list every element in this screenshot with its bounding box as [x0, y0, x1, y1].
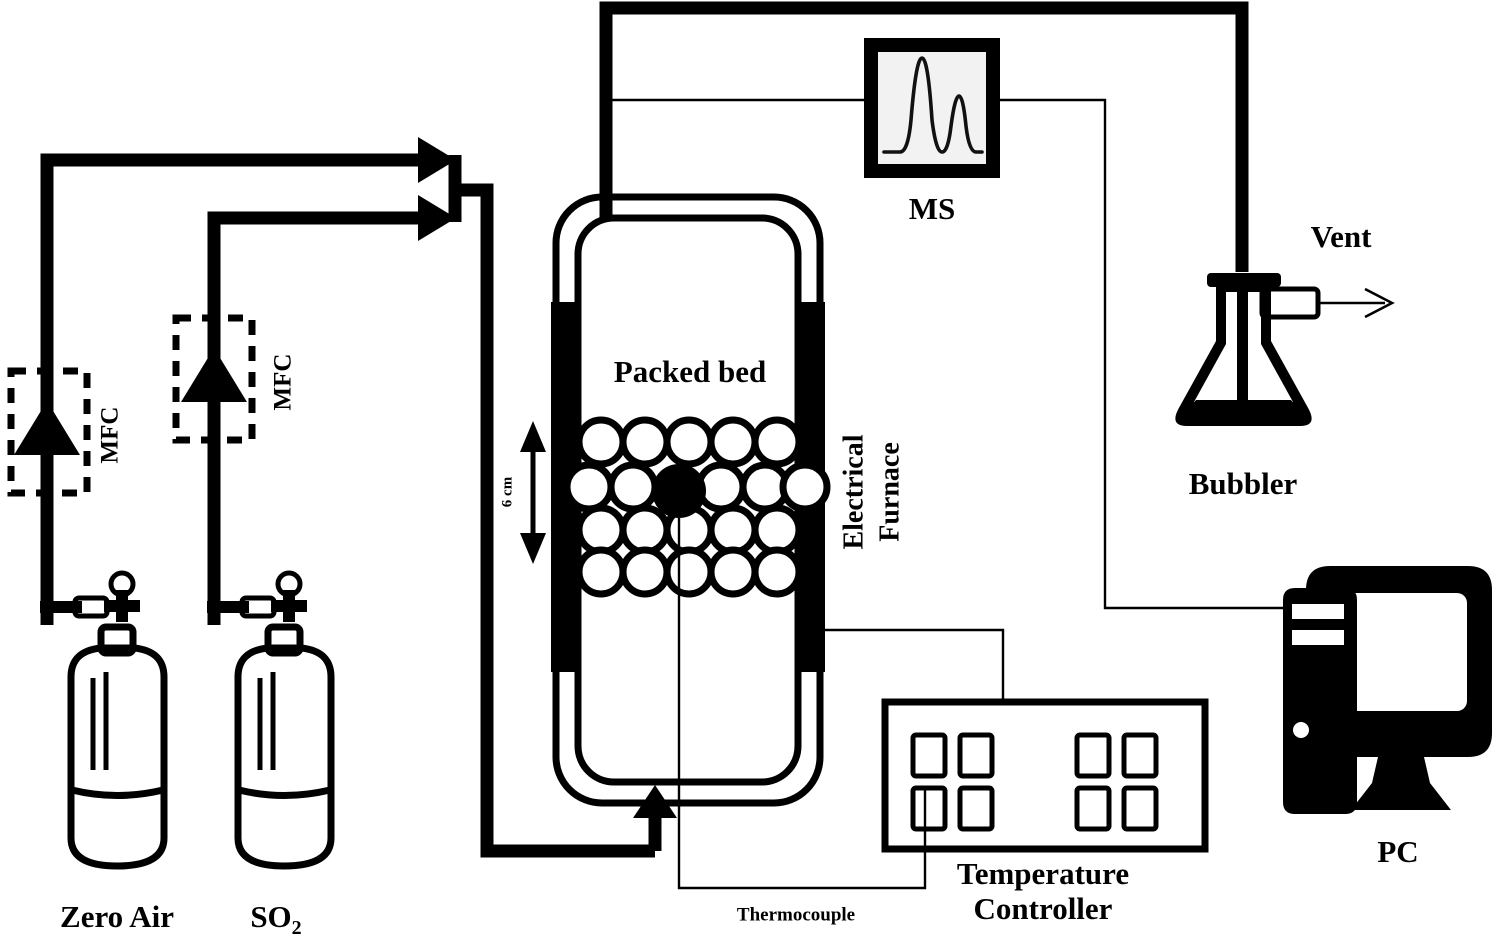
bed-particle [707, 504, 759, 556]
bed-particle [619, 416, 671, 468]
controller-button[interactable] [910, 732, 948, 779]
ms-to-pc-signal-line [1000, 98, 1291, 610]
mfc-so2-valve-icon [181, 348, 247, 402]
zero-air-valve-connector [40, 601, 82, 613]
pc-label: PC [1377, 834, 1418, 869]
bubbler: Bubbler [1175, 273, 1321, 501]
pc-monitor-stand [1351, 757, 1451, 810]
pc-power-button[interactable] [1293, 722, 1309, 738]
zero-air-pipe [40, 153, 420, 625]
pc[interactable]: PC [1283, 566, 1492, 869]
mfc-zero-air-box [7, 367, 91, 497]
so2-valve-knob[interactable] [271, 590, 307, 622]
so2-label: SO2 [250, 899, 301, 938]
mfc-zero-air-valve-icon [14, 401, 80, 455]
electrical-furnace-label-line2: Furnace [874, 442, 905, 542]
controller-button[interactable] [957, 732, 995, 779]
bubbler-dip-tube [1237, 273, 1248, 413]
zero-air-label: Zero Air [60, 899, 174, 934]
mfc-so2[interactable]: MFC [172, 314, 297, 444]
bed-particle [619, 504, 671, 556]
electrical-furnace-label-line1: Electrical [838, 434, 869, 549]
mass-spectrometer[interactable]: MS [864, 38, 1000, 226]
controller-button[interactable] [1074, 785, 1112, 832]
mfc-zero-air[interactable]: MFC [7, 367, 124, 497]
controller-button[interactable] [957, 785, 995, 832]
zero-air-cylinder-body [67, 644, 168, 870]
bed-particle [707, 416, 759, 468]
thermocouple-wiring: Thermocouple [677, 491, 927, 925]
zero-air-valve-knob[interactable] [104, 590, 140, 622]
bed-particle [751, 504, 803, 556]
zero-air-cylinder: Zero Air [40, 570, 174, 934]
vent: Vent [1311, 219, 1395, 319]
bed-particle [707, 546, 759, 598]
so2-pipe [207, 211, 420, 625]
pc-tower [1283, 588, 1357, 814]
temperature-controller-label-line2: Controller [974, 891, 1113, 926]
temperature-controller[interactable]: Temperature Controller [881, 698, 1209, 926]
pc-drive-slot-2 [1292, 630, 1344, 645]
so2-cylinder-body [234, 644, 335, 870]
bed-height-label: 6 cm [499, 476, 515, 507]
bed-height-arrowhead-bottom [520, 533, 546, 564]
bed-particle [575, 546, 627, 598]
ms-wiring [600, 98, 1291, 610]
mfc-so2-label: MFC [270, 354, 297, 411]
bed-particle [619, 546, 671, 598]
so2-arrowhead [418, 195, 456, 241]
controller-button[interactable] [1121, 732, 1159, 779]
thermocouple-label: Thermocouple [737, 904, 855, 925]
bed-particle [751, 546, 803, 598]
bed-particle [563, 461, 615, 513]
controller-button[interactable] [1121, 785, 1159, 832]
controller-button[interactable] [910, 785, 948, 832]
packed-bed-label: Packed bed [614, 354, 766, 389]
bed-particle [607, 461, 659, 513]
bed-particle [663, 416, 715, 468]
vent-arrowhead [1364, 287, 1395, 319]
furnace-control-wiring [825, 628, 1005, 703]
so2-cylinder-neck [264, 623, 304, 657]
so2-cylinder-band [238, 786, 331, 799]
temperature-controller-label-line1: Temperature [957, 856, 1129, 891]
bed-particle [751, 416, 803, 468]
temperature-controller-body [881, 698, 1209, 853]
bed-particle [575, 416, 627, 468]
bed-height-dimension: 6 cm [499, 421, 546, 564]
ms-label: MS [909, 191, 956, 226]
thermocouple-wire [677, 491, 927, 890]
zero-air-cylinder-band [71, 786, 164, 799]
mixed-gas-feed-line [455, 183, 655, 858]
bed-particle [575, 504, 627, 556]
so2-valve-connector [207, 601, 249, 613]
furnace-to-controller-wire [825, 628, 1005, 703]
reactor-outlet-piping [599, 1, 1249, 272]
mfc-zero-air-label: MFC [97, 407, 124, 464]
mfc-so2-box [172, 314, 256, 444]
ms-chromatogram-trace [882, 56, 984, 154]
zero-air-valve-handwheel[interactable] [108, 570, 136, 598]
so2-cylinder: SO2 [207, 570, 335, 939]
vent-label: Vent [1311, 219, 1373, 254]
bed-particle [663, 546, 715, 598]
bubbler-label: Bubbler [1189, 466, 1298, 501]
bed-particle [779, 461, 831, 513]
reactor-to-bubbler-line [599, 1, 1249, 272]
zero-air-cylinder-neck [97, 623, 137, 657]
pc-monitor-screen [1335, 593, 1467, 711]
bed-height-arrowhead-top [520, 421, 546, 452]
so2-valve-handwheel[interactable] [275, 570, 303, 598]
controller-button[interactable] [1074, 732, 1112, 779]
zero-air-arrowhead [418, 137, 456, 183]
pc-drive-slot-1 [1292, 604, 1344, 619]
